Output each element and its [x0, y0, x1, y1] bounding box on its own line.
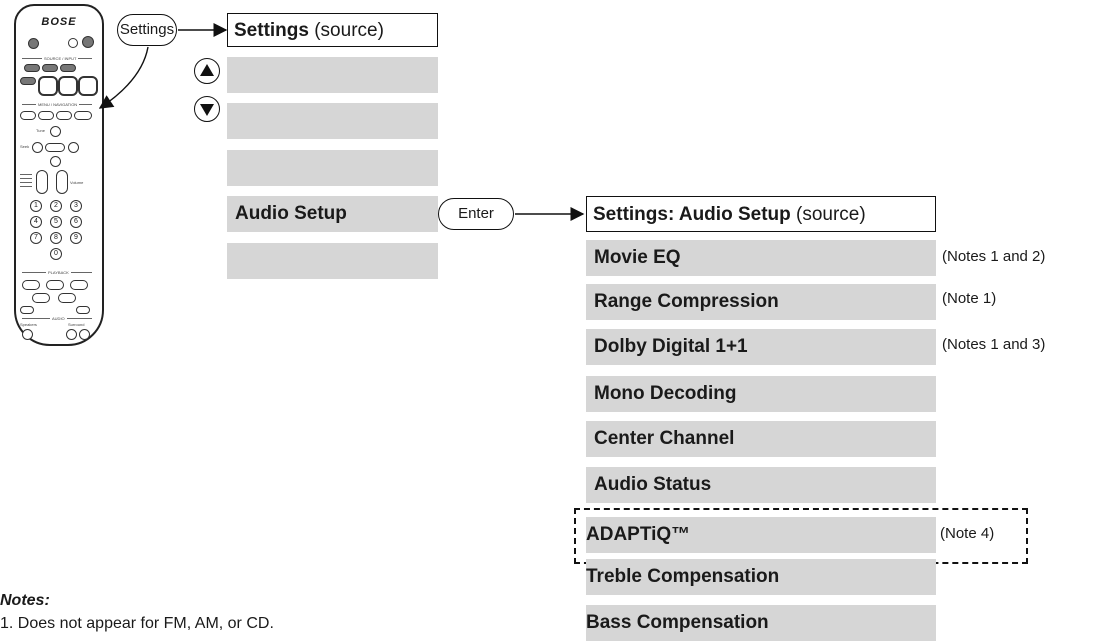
- remote-down-button: [50, 156, 61, 167]
- settings-menu-item: [227, 103, 438, 139]
- remote-callout-line: [98, 46, 149, 109]
- remote-speakers-label: Speakers: [20, 322, 37, 327]
- remote-lines: [20, 182, 32, 183]
- remote-stop-button: [22, 280, 40, 290]
- remote-key-6: 6: [70, 216, 82, 228]
- audio-menu-item-center-channel: Center Channel: [586, 421, 936, 457]
- audio-menu-item-bass-compensation: Bass Compensation: [586, 605, 936, 641]
- up-triangle-icon: [194, 58, 220, 84]
- remote-left-button: [32, 142, 43, 153]
- remote-channel-rocker: [36, 170, 48, 194]
- remote-play-button: [70, 280, 88, 290]
- remote-forward-button: [58, 293, 76, 303]
- remote-surround-plus-button: [79, 329, 90, 340]
- notes-heading: Notes:: [0, 592, 50, 609]
- down-triangle-icon: [194, 96, 220, 122]
- remote-source-label: SOURCE / INPUT: [42, 56, 79, 61]
- remote-seek-label: Seek: [20, 144, 30, 149]
- remote-brand-logo: BOSE: [41, 16, 77, 28]
- remote-enter-button: [45, 143, 65, 152]
- settings-title-rest: (source): [308, 20, 384, 41]
- audio-menu-item-dolby-digital: Dolby Digital 1+1: [586, 329, 936, 365]
- audio-menu-item-movie-eq: Movie EQ: [586, 240, 936, 276]
- remote-volume-label: Volume: [70, 180, 84, 185]
- remote-source-button: [78, 76, 98, 96]
- remote-surround-label: Surround: [68, 322, 85, 327]
- remote-menu-button: [38, 111, 54, 120]
- settings-menu-item-audio-setup: Audio Setup: [227, 196, 438, 232]
- remote-key-7: 7: [30, 232, 42, 244]
- remote-key-0: 0: [50, 248, 62, 260]
- remote-key-1: 1: [30, 200, 42, 212]
- remote-small-button: [76, 306, 90, 314]
- movie-eq-note: (Notes 1 and 2): [942, 248, 1046, 265]
- remote-tune-label: Tune: [36, 128, 45, 133]
- remote-small-button: [20, 306, 34, 314]
- remote-menu-button: [56, 111, 72, 120]
- remote-speakers-button: [22, 329, 33, 340]
- remote-small-button: [68, 38, 78, 48]
- remote-key-2: 2: [50, 200, 62, 212]
- audio-title-rest: (source): [790, 204, 866, 225]
- settings-menu-title: Settings (source): [227, 13, 438, 47]
- remote-source-button: [60, 64, 76, 72]
- remote-pause-button: [46, 280, 64, 290]
- audio-title-bold: Settings: Audio Setup: [593, 204, 791, 225]
- remote-source-button: [58, 76, 78, 96]
- remote-source-button: [38, 76, 58, 96]
- remote-key-8: 8: [50, 232, 62, 244]
- remote-right-button: [68, 142, 79, 153]
- remote-key-4: 4: [30, 216, 42, 228]
- remote-playback-label: PLAYBACK: [46, 270, 71, 275]
- adaptiq-note: (Note 4): [940, 525, 995, 542]
- audio-menu-item-adaptiq: ADAPTiQ™: [586, 517, 936, 553]
- remote-rewind-button: [32, 293, 50, 303]
- remote-power-button: [82, 36, 94, 48]
- remote-key-5: 5: [50, 216, 62, 228]
- remote-source-button: [24, 64, 40, 72]
- settings-menu-item: [227, 243, 438, 279]
- audio-menu-item-treble-compensation: Treble Compensation: [586, 559, 936, 595]
- dolby-digital-note: (Notes 1 and 3): [942, 336, 1046, 353]
- remote-lines: [20, 174, 32, 175]
- remote-menu-label: MENU / NAVIGATION: [36, 102, 80, 107]
- audio-menu-item-mono-decoding: Mono Decoding: [586, 376, 936, 412]
- remote-surround-minus-button: [66, 329, 77, 340]
- note-line-1: 1. Does not appear for FM, AM, or CD.: [0, 615, 274, 632]
- remote-mute-button: [28, 38, 39, 49]
- audio-menu-item-audio-status: Audio Status: [586, 467, 936, 503]
- enter-callout: Enter: [438, 198, 514, 230]
- settings-menu-item: [227, 150, 438, 186]
- audio-menu-item-range-compression: Range Compression: [586, 284, 936, 320]
- settings-title-bold: Settings: [234, 20, 309, 41]
- remote-audio-label: AUDIO: [50, 316, 67, 321]
- remote-volume-rocker: [56, 170, 68, 194]
- remote-key-9: 9: [70, 232, 82, 244]
- settings-menu-item: [227, 57, 438, 93]
- remote-lines: [20, 186, 32, 187]
- remote-up-button: [50, 126, 61, 137]
- remote-input-button: [20, 77, 36, 85]
- remote-control: BOSE SOURCE / INPUT MENU / NAVIGATION Tu…: [14, 4, 104, 346]
- range-compression-note: (Note 1): [942, 290, 997, 307]
- remote-key-3: 3: [70, 200, 82, 212]
- remote-menu-button: [20, 111, 36, 120]
- settings-callout: Settings: [117, 14, 177, 46]
- remote-lines: [20, 178, 32, 179]
- remote-settings-button: [74, 111, 92, 120]
- audio-setup-menu-title: Settings: Audio Setup (source): [586, 196, 936, 232]
- remote-source-button: [42, 64, 58, 72]
